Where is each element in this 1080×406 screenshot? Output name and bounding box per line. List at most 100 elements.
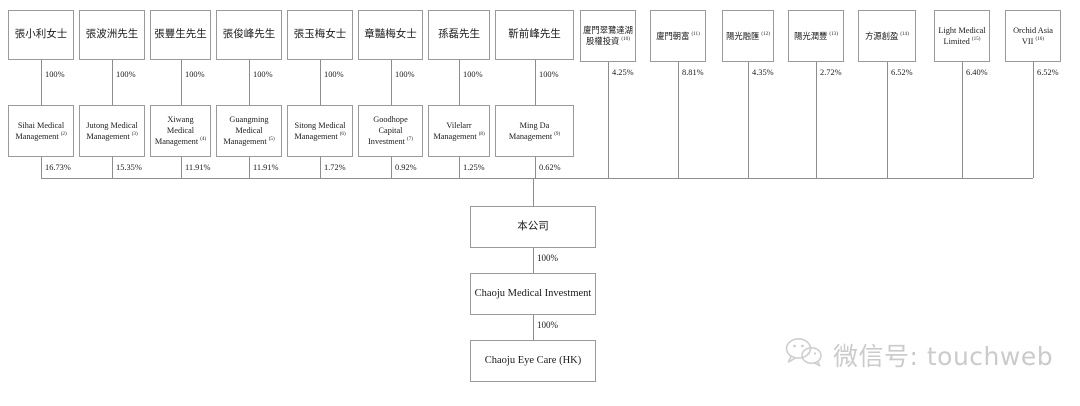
mgmt-box-6[interactable]: Vilelarr Management (8) — [428, 105, 490, 157]
mgmt-box-4[interactable]: Sitong Medical Management (6) — [287, 105, 353, 157]
investor-pct-5: 6.40% — [966, 68, 988, 77]
mgmt-pct-3: 11.91% — [253, 163, 279, 172]
person-pct-6: 100% — [463, 70, 483, 79]
mgmt-pct-5: 0.92% — [395, 163, 417, 172]
person-pct-7: 100% — [539, 70, 559, 79]
mgmt-pct-4: 1.72% — [324, 163, 346, 172]
mgmt-box-3-label: Guangming Medical Management (5) — [223, 115, 275, 146]
mgmt-box-7[interactable]: Ming Da Management (9) — [495, 105, 574, 157]
investor-box-1[interactable]: 廈門朝富 (11) — [650, 10, 706, 62]
person-box-4[interactable]: 張玉梅女士 — [287, 10, 353, 60]
mgmt-to-bus-line-6 — [459, 157, 460, 178]
investor-box-3-label: 陽光潤豐 (13) — [794, 30, 838, 41]
main-bus-line — [41, 178, 1033, 179]
mgmt-pct-1: 15.35% — [116, 163, 142, 172]
investor-to-bus-line-1 — [678, 62, 679, 178]
person-box-2-label: 張豐生先生 — [154, 28, 207, 40]
person-box-4-label: 張玉梅女士 — [293, 28, 347, 40]
person-box-6[interactable]: 孫磊先生 — [428, 10, 490, 60]
person-box-7-label: 靳前峰先生 — [508, 28, 561, 40]
investor-to-bus-line-3 — [816, 62, 817, 178]
mgmt-to-bus-line-5 — [391, 157, 392, 178]
wechat-icon — [784, 336, 824, 373]
investor-to-bus-line-2 — [748, 62, 749, 178]
person-box-2[interactable]: 張豐生先生 — [150, 10, 211, 60]
investor-box-1-label: 廈門朝富 (11) — [656, 30, 700, 41]
mgmt-box-0-label: Sihai Medical Management (2) — [15, 120, 67, 141]
investor-box-5[interactable]: Light Medical Limited (15) — [934, 10, 990, 62]
person-to-mgmt-line-5 — [391, 60, 392, 105]
investor-box-5-label: Light Medical Limited (15) — [938, 25, 986, 46]
person-box-1[interactable]: 張波洲先生 — [79, 10, 145, 60]
investor-to-bus-line-4 — [887, 62, 888, 178]
investor-pct-3: 2.72% — [820, 68, 842, 77]
core-box-1-label: Chaoju Medical Investment — [474, 287, 592, 299]
investor-box-0-label: 廈門翠鷺達湖股權投資 (10) — [583, 25, 633, 46]
wechat-watermark: 微信号: touchweb — [784, 336, 1053, 373]
mgmt-box-1[interactable]: Jutong Medical Management (3) — [79, 105, 145, 157]
investor-pct-6: 6.52% — [1037, 68, 1059, 77]
investor-pct-4: 6.52% — [891, 68, 913, 77]
investor-to-bus-line-5 — [962, 62, 963, 178]
investor-box-4[interactable]: 方源創盈 (14) — [858, 10, 916, 62]
mgmt-box-4-label: Sitong Medical Management (6) — [294, 120, 346, 141]
person-pct-4: 100% — [324, 70, 344, 79]
investor-pct-2: 4.35% — [752, 68, 774, 77]
watermark-text: 微信号: touchweb — [833, 341, 1054, 371]
core-box-2-label: Chaoju Eye Care (HK) — [484, 354, 582, 366]
mgmt-box-2-label: Xiwang Medical Management (4) — [154, 115, 207, 146]
mgmt-to-bus-line-7 — [535, 157, 536, 178]
person-to-mgmt-line-1 — [112, 60, 113, 105]
mgmt-to-bus-line-4 — [320, 157, 321, 178]
investor-to-bus-line-6 — [1033, 62, 1034, 178]
investor-box-6[interactable]: Orchid Asia VII (16) — [1005, 10, 1061, 62]
person-to-mgmt-line-6 — [459, 60, 460, 105]
person-box-7[interactable]: 靳前峰先生 — [495, 10, 574, 60]
investor-box-3[interactable]: 陽光潤豐 (13) — [788, 10, 844, 62]
investor-box-4-label: 方源創盈 (14) — [865, 30, 909, 41]
core-pct-1: 100% — [537, 320, 558, 330]
mgmt-pct-6: 1.25% — [463, 163, 485, 172]
person-pct-0: 100% — [45, 70, 65, 79]
investor-box-0[interactable]: 廈門翠鷺達湖股權投資 (10) — [580, 10, 636, 62]
bus-to-company-line — [533, 178, 534, 206]
person-box-3[interactable]: 張俊峰先生 — [216, 10, 282, 60]
person-pct-5: 100% — [395, 70, 415, 79]
person-box-5[interactable]: 章豔梅女士 — [358, 10, 423, 60]
person-to-mgmt-line-7 — [535, 60, 536, 105]
mgmt-pct-7: 0.62% — [539, 163, 561, 172]
mgmt-box-2[interactable]: Xiwang Medical Management (4) — [150, 105, 211, 157]
mgmt-to-bus-line-1 — [112, 157, 113, 178]
core-box-1[interactable]: Chaoju Medical Investment — [470, 273, 596, 315]
person-to-mgmt-line-0 — [41, 60, 42, 105]
mgmt-pct-2: 11.91% — [185, 163, 211, 172]
core-box-0-label: 本公司 — [517, 220, 549, 232]
mgmt-box-5[interactable]: Goodhope Capital Investment (7) — [358, 105, 423, 157]
person-box-0-label: 張小利女士 — [14, 28, 68, 40]
investor-pct-1: 8.81% — [682, 68, 704, 77]
investor-to-bus-line-0 — [608, 62, 609, 178]
person-box-5-label: 章豔梅女士 — [364, 28, 417, 40]
mgmt-box-3[interactable]: Guangming Medical Management (5) — [216, 105, 282, 157]
investor-box-2-label: 陽光融匯 (12) — [726, 30, 770, 41]
investor-box-6-label: Orchid Asia VII (16) — [1013, 25, 1053, 46]
core-box-2[interactable]: Chaoju Eye Care (HK) — [470, 340, 596, 382]
mgmt-box-1-label: Jutong Medical Management (3) — [86, 120, 138, 141]
mgmt-to-bus-line-2 — [181, 157, 182, 178]
investor-pct-0: 4.25% — [612, 68, 634, 77]
person-to-mgmt-line-3 — [249, 60, 250, 105]
mgmt-box-0[interactable]: Sihai Medical Management (2) — [8, 105, 74, 157]
mgmt-box-5-label: Goodhope Capital Investment (7) — [368, 115, 413, 146]
core-pct-0: 100% — [537, 253, 558, 263]
person-pct-3: 100% — [253, 70, 273, 79]
person-to-mgmt-line-4 — [320, 60, 321, 105]
mgmt-box-7-label: Ming Da Management (9) — [508, 120, 561, 141]
mgmt-box-6-label: Vilelarr Management (8) — [433, 120, 485, 141]
person-box-0[interactable]: 張小利女士 — [8, 10, 74, 60]
person-box-3-label: 張俊峰先生 — [222, 28, 276, 40]
investor-box-2[interactable]: 陽光融匯 (12) — [722, 10, 774, 62]
core-box-0[interactable]: 本公司 — [470, 206, 596, 248]
person-box-1-label: 張波洲先生 — [85, 28, 139, 40]
person-pct-2: 100% — [185, 70, 205, 79]
